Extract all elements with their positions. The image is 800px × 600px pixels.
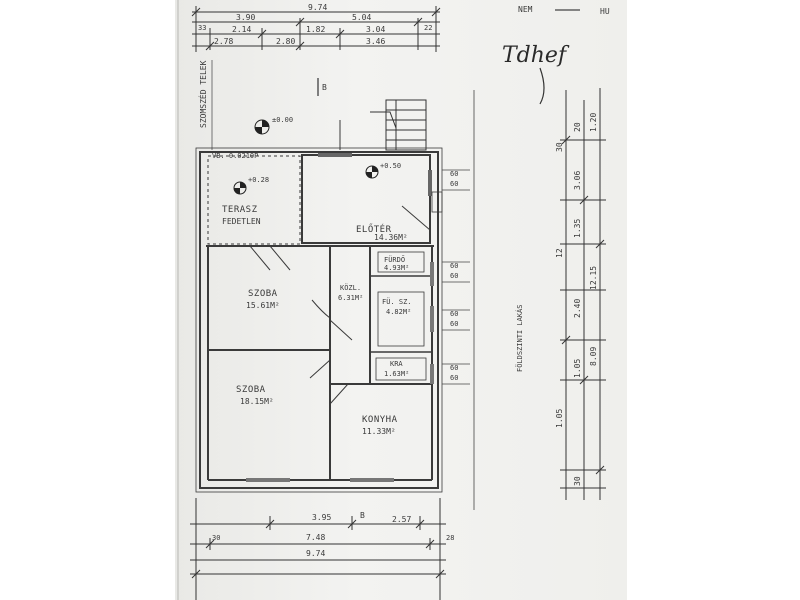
dim-top-r3-c: 3.46 (366, 37, 385, 46)
svg-text:30: 30 (555, 142, 564, 152)
right-dimension-chains (560, 88, 606, 500)
room-kozl-area: 6.31M² (338, 294, 363, 302)
room-kamra-name: KRA (390, 360, 403, 368)
elevation-symbol-room1 (233, 181, 247, 195)
dim-top-r3-b: 2.80 (276, 37, 295, 46)
dim-top-r2-c: 3.04 (366, 25, 385, 34)
svg-text:12.15: 12.15 (589, 266, 598, 290)
top-dimension-chains (191, 6, 441, 52)
room-furdo-name: FÜRDŐ (384, 255, 405, 264)
top-right-mark-b: HU (600, 7, 610, 16)
side-vertical-label: SZOMSZÉD TELEK (197, 60, 208, 128)
dim-bottom-edge-left: 30 (212, 534, 220, 542)
svg-text:1.05: 1.05 (573, 359, 582, 378)
room-konyha-name: KONYHA (362, 415, 398, 425)
signature-text: Tdhef (502, 43, 570, 68)
svg-text:60: 60 (450, 170, 458, 178)
staircase (370, 99, 427, 151)
svg-text:60: 60 (450, 262, 458, 270)
svg-text:20: 20 (573, 122, 582, 132)
svg-text:60: 60 (450, 272, 458, 280)
room-kamra-area: 1.63M² (384, 370, 409, 378)
signature-stroke (539, 67, 545, 105)
elevation-entry: ±0.00 (272, 116, 293, 124)
room-eloter-name: ELŐTÉR (356, 223, 392, 235)
dim-bottom-r1-a: 3.95 (312, 513, 331, 522)
svg-text:8.09: 8.09 (589, 347, 598, 366)
svg-text:1.35: 1.35 (573, 219, 582, 238)
room-eloter-area: 14.36M² (374, 233, 408, 242)
elevation-symbol-entry (254, 119, 270, 135)
elevation-room1: +0.28 (248, 176, 269, 184)
svg-text:60: 60 (450, 310, 458, 318)
dim-top-r2-a: 2.14 (232, 25, 251, 34)
room-terasz-name: TERASZ (222, 205, 258, 215)
room-szoba2-area: 18.15M² (240, 397, 274, 406)
room-szoba1-name: SZOBA (248, 289, 278, 299)
room-furdo-area: 4.93M² (384, 264, 409, 272)
svg-text:1.20: 1.20 (589, 113, 598, 132)
dim-bottom-edge-right: 28 (446, 534, 454, 542)
dim-bottom-r2: 7.48 (306, 533, 325, 542)
dim-top-r2-b: 1.82 (306, 25, 325, 34)
bottom-dimension-chains (190, 498, 446, 600)
dim-top-edge-left: 33 (198, 24, 206, 32)
dim-top-edge-right: 22 (424, 24, 432, 32)
svg-text:1.05: 1.05 (555, 409, 564, 428)
top-right-mark-a: NEM (518, 5, 533, 14)
svg-text:3.06: 3.06 (573, 171, 582, 190)
plan-title: FÖLDSZINTI LAKÁS (515, 305, 524, 372)
dim-bottom-marker: B (360, 511, 365, 520)
vb-label: VB. 0.0210P (212, 152, 258, 160)
svg-text:60: 60 (450, 320, 458, 328)
north-marker: B (322, 83, 327, 92)
svg-text:12: 12 (555, 248, 564, 258)
dim-top-r1-a: 3.90 (236, 13, 255, 22)
svg-text:60: 60 (450, 374, 458, 382)
elevation-symbol-room2 (365, 165, 379, 179)
room-konyha-area: 11.33M² (362, 427, 396, 436)
dim-top-r3-a: 2.78 (214, 37, 233, 46)
dim-top-r1-b: 5.04 (352, 13, 371, 22)
room-kozl-name: KÖZL. (340, 283, 361, 292)
plan-walls (195, 120, 443, 493)
room-terasz-area: FEDETLEN (222, 217, 261, 226)
dim-top-total: 9.74 (308, 3, 327, 12)
room-szoba2-name: SZOBA (236, 385, 266, 395)
room-furdo2-area: 4.82M² (386, 308, 411, 316)
room-furdo2-name: FÜ. SZ. (382, 297, 412, 306)
svg-text:2.40: 2.40 (573, 299, 582, 318)
room-szoba1-area: 15.61M² (246, 301, 280, 310)
dim-bottom-r1-b: 2.57 (392, 515, 411, 524)
svg-text:60: 60 (450, 180, 458, 188)
dim-bottom-total: 9.74 (306, 549, 325, 558)
svg-text:60: 60 (450, 364, 458, 372)
svg-text:30: 30 (573, 476, 582, 486)
elevation-room2: +0.50 (380, 162, 401, 170)
window-marks: 60 60 60 60 60 60 60 60 (450, 170, 458, 382)
